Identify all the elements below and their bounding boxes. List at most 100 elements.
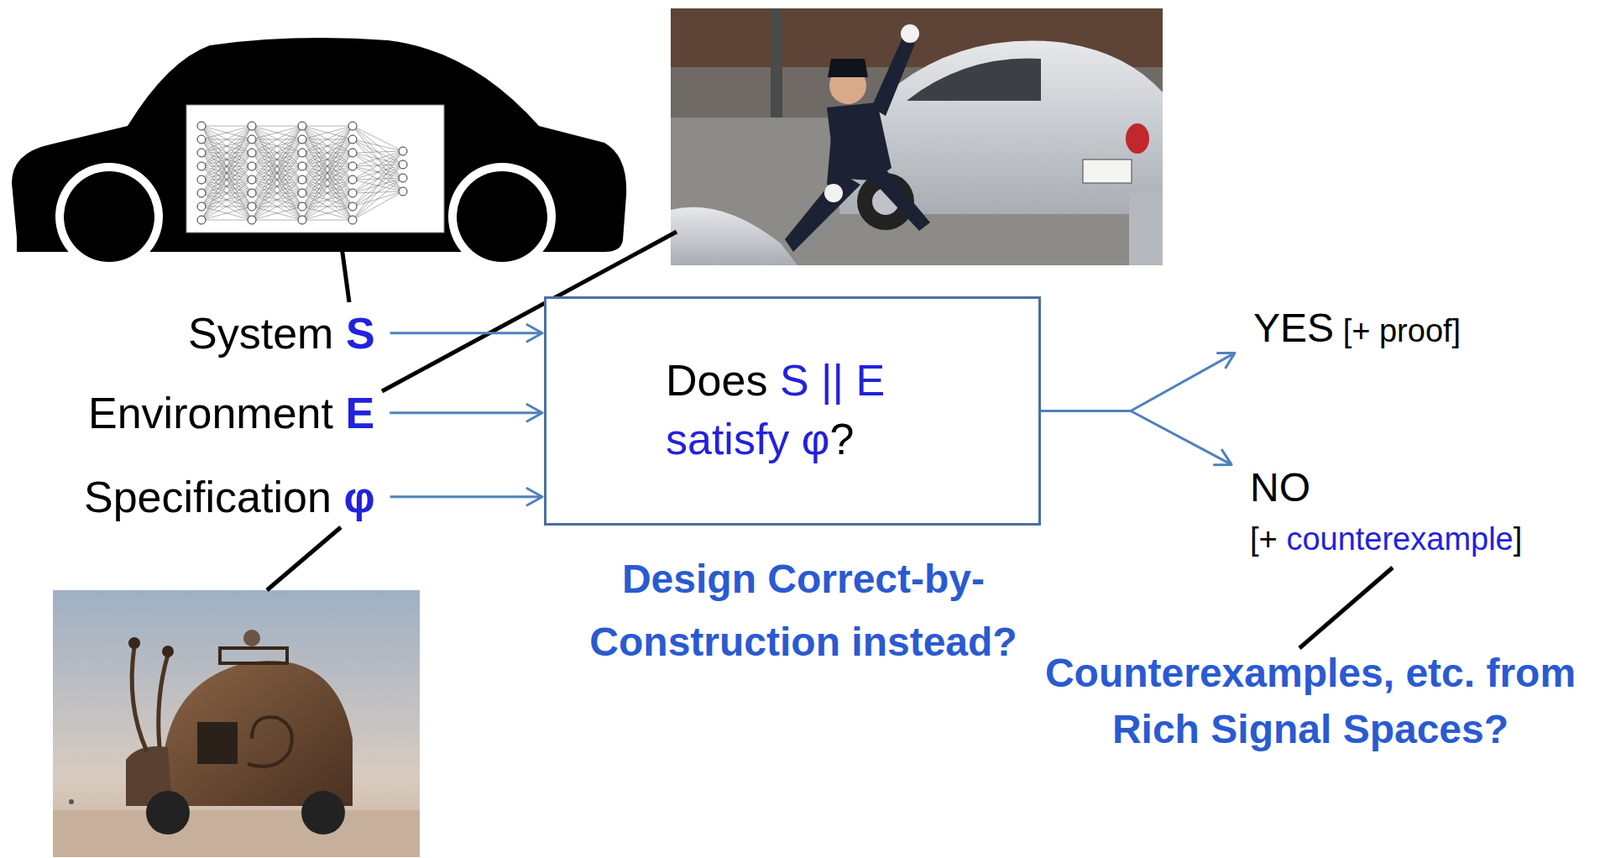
node-text: E	[345, 386, 375, 440]
nn-neuron	[197, 202, 206, 211]
nn-neuron	[197, 135, 206, 144]
nn-weight	[201, 179, 252, 220]
nn-weight	[201, 125, 252, 153]
nn-neuron	[298, 175, 307, 184]
nn-neuron	[298, 148, 307, 157]
nn-weight	[251, 125, 303, 167]
nn-weight	[251, 125, 303, 207]
officer	[784, 24, 931, 252]
nn-weight	[302, 206, 353, 220]
nn-weight	[302, 166, 353, 220]
flow-arrow	[390, 488, 543, 506]
nn-weight	[302, 125, 353, 207]
nn-weight	[251, 125, 303, 194]
arrow-head	[527, 488, 543, 506]
nn-neuron	[348, 202, 357, 211]
snail-art-car-photo	[52, 590, 420, 858]
nn-neuron	[398, 146, 408, 156]
nn-weight	[201, 125, 252, 207]
snail-wheel	[146, 790, 190, 835]
officer-leg	[864, 166, 931, 231]
nn-weight	[302, 179, 353, 220]
flow-arrow	[390, 324, 543, 342]
leader-line	[1299, 567, 1393, 649]
nn-weight	[302, 125, 353, 167]
nn-weight	[201, 152, 252, 220]
arrow-head	[527, 324, 543, 342]
nn-weight	[302, 125, 353, 167]
nn-weight	[302, 125, 353, 194]
nn-weight	[251, 179, 303, 220]
input-label: Specificationφ	[83, 470, 376, 523]
nn-weight	[352, 151, 403, 194]
nn-neuron	[197, 175, 206, 184]
nn-weight	[302, 152, 353, 220]
nn-weight	[201, 125, 252, 180]
nn-weight	[251, 125, 303, 140]
nn-neuron	[247, 135, 257, 144]
text-line: satisfy φ?	[665, 409, 1039, 469]
nn-neuron	[247, 121, 257, 131]
roof-rack	[219, 648, 288, 664]
neural-network-panel	[186, 104, 445, 233]
nn-neuron	[298, 162, 307, 171]
car-wheel	[456, 171, 548, 262]
nn-neuron	[197, 188, 206, 198]
nn-weight	[302, 125, 353, 207]
front-car	[670, 207, 798, 266]
nn-neuron	[348, 135, 357, 144]
flow-arrow	[1040, 411, 1232, 466]
nn-weight	[302, 193, 353, 220]
nn-neuron	[348, 148, 357, 157]
nn-weight	[251, 139, 303, 220]
nn-weight	[352, 151, 403, 220]
snail-antenna	[158, 654, 168, 748]
nn-weight	[302, 125, 353, 194]
nn-weight	[251, 125, 303, 153]
nn-neuron	[298, 215, 307, 225]
nn-weight	[201, 125, 252, 220]
node-text: satisfy φ	[665, 409, 831, 469]
nn-weight	[201, 125, 252, 167]
nn-weight	[251, 152, 303, 220]
nn-weight	[251, 125, 303, 153]
officer-glove	[824, 183, 843, 203]
nn-neuron	[298, 188, 307, 198]
arrow-line	[390, 331, 543, 335]
nn-neuron	[247, 162, 257, 171]
photo-sky	[52, 590, 420, 858]
text-line: YES[+ proof]	[1253, 303, 1461, 353]
node-text: S	[345, 307, 376, 360]
nn-weight	[251, 139, 303, 220]
nn-weight	[251, 125, 303, 127]
snail-antenna	[131, 646, 147, 752]
design-note: Design Correct-by-Construction instead?	[585, 547, 1022, 674]
counterexample-note: Counterexamples, etc. from Rich Signal S…	[1029, 644, 1592, 758]
nn-neuron	[348, 162, 357, 171]
snail-shell	[162, 660, 353, 806]
nn-weight	[201, 125, 252, 167]
nn-weight	[251, 166, 303, 220]
text-line: NO	[1249, 463, 1522, 513]
nn-weight	[251, 125, 303, 180]
nn-weight	[251, 125, 303, 180]
input-label: EnvironmentE	[88, 386, 375, 440]
nn-weight	[352, 125, 403, 192]
car-wheel-arch	[448, 162, 556, 271]
officer-hat	[827, 58, 868, 78]
nn-weight	[201, 139, 252, 220]
nn-weight	[251, 206, 303, 220]
snail-window	[197, 721, 238, 764]
nn-weight	[251, 125, 303, 140]
input-label: SystemS	[188, 307, 376, 360]
nn-weight	[251, 166, 303, 220]
nn-weight	[201, 125, 252, 127]
nn-weight	[352, 151, 403, 180]
rider	[243, 629, 261, 647]
nn-weight	[251, 193, 303, 220]
officer-arm	[871, 37, 916, 116]
nn-weight	[251, 206, 303, 220]
nn-weight	[302, 125, 353, 153]
nn-neuron	[298, 202, 307, 211]
nn-weight	[302, 179, 353, 220]
